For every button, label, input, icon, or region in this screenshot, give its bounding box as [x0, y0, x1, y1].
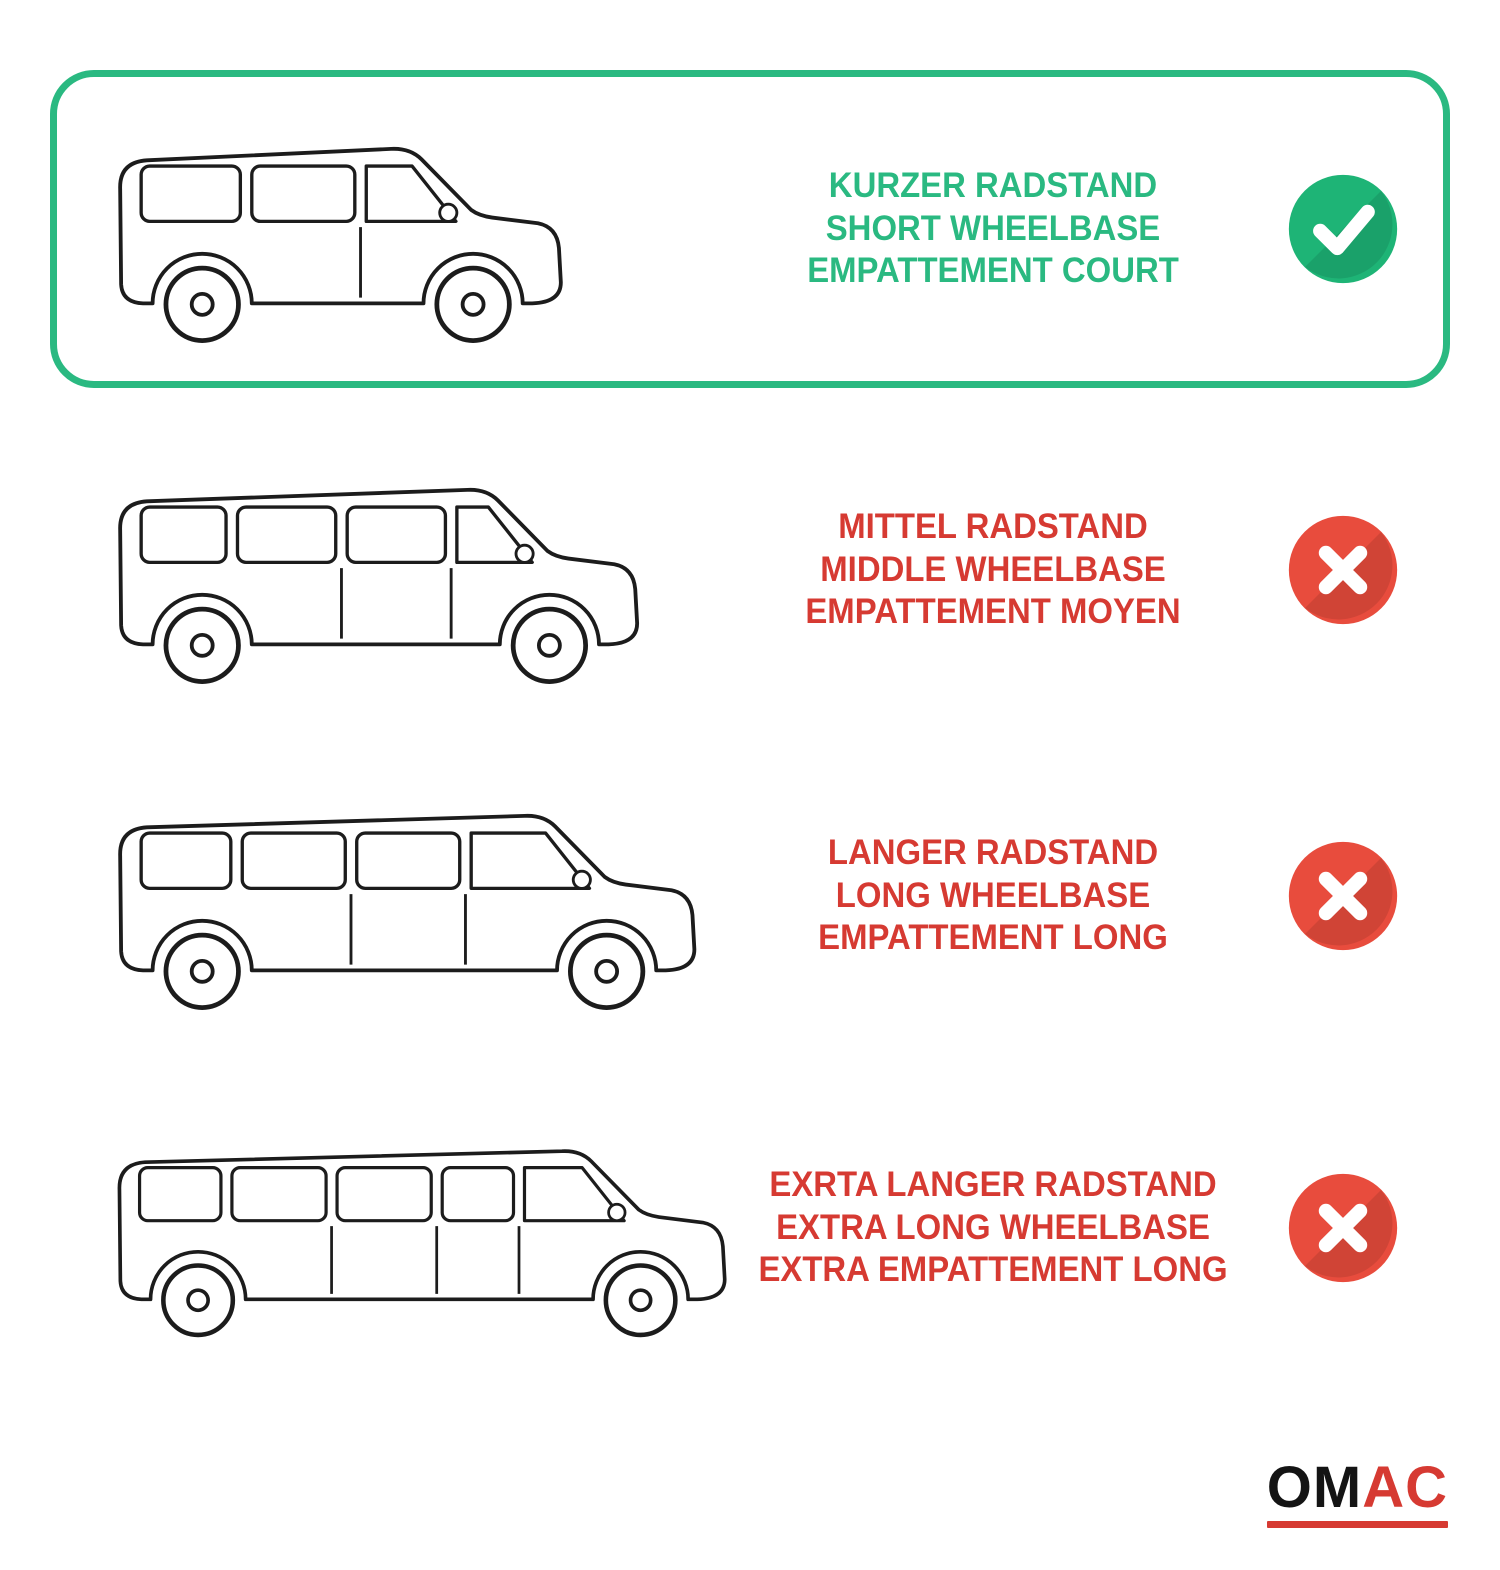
logo-underline [1266, 1521, 1448, 1528]
label-line-de: LANGER RADSTAND [827, 832, 1159, 872]
variant-row-middle-wheelbase: MITTEL RADSTAND MIDDLE WHEELBASE EMPATTE… [0, 440, 1500, 700]
variant-row-extra-long-wheelbase: EXRTA LANGER RADSTAND EXTRA LONG WHEELBA… [0, 1098, 1500, 1358]
van-long-wheelbase-illustration [103, 772, 743, 1020]
cross-icon [1288, 515, 1398, 625]
label-line-en: MIDDLE WHEELBASE [820, 549, 1166, 589]
label-line-de: EXRTA LANGER RADSTAND [769, 1164, 1217, 1204]
van-short-wheelbase-icon [118, 146, 563, 343]
logo-part-black: OM [1266, 1455, 1363, 1520]
label-line-de: KURZER RADSTAND [828, 165, 1158, 205]
variant-row-short-wheelbase: KURZER RADSTAND SHORT WHEELBASE EMPATTEM… [50, 70, 1450, 388]
variant-labels-middle: MITTEL RADSTAND MIDDLE WHEELBASE EMPATTE… [758, 506, 1228, 634]
label-line-fr: EMPATTEMENT LONG [818, 918, 1168, 958]
label-line-en: LONG WHEELBASE [835, 875, 1151, 915]
label-line-fr: EXTRA EMPATTEMENT LONG [758, 1250, 1228, 1290]
status-icon-wrap [1243, 839, 1443, 953]
van-long-wheelbase-icon [118, 813, 697, 1010]
label-line-fr: EMPATTEMENT MOYEN [805, 592, 1181, 632]
variant-row-long-wheelbase: LANGER RADSTAND LONG WHEELBASE EMPATTEME… [0, 766, 1500, 1026]
cross-icon [1288, 1173, 1398, 1283]
status-icon-wrap [1243, 513, 1443, 627]
van-middle-wheelbase-illustration [103, 446, 743, 694]
logo-part-red: AC [1362, 1455, 1448, 1520]
van-short-wheelbase-illustration [103, 105, 743, 353]
variant-labels-extra-long: EXRTA LANGER RADSTAND EXTRA LONG WHEELBA… [758, 1164, 1228, 1292]
check-icon [1288, 174, 1398, 284]
status-icon-wrap [1243, 1171, 1443, 1285]
variant-labels-short: KURZER RADSTAND SHORT WHEELBASE EMPATTEM… [758, 165, 1228, 293]
status-icon-wrap [1243, 172, 1443, 286]
label-line-fr: EMPATTEMENT COURT [807, 251, 1179, 291]
label-line-en: SHORT WHEELBASE [825, 208, 1161, 248]
label-line-de: MITTEL RADSTAND [838, 506, 1148, 546]
van-extra-long-wheelbase-icon [117, 1149, 727, 1338]
label-line-en: EXTRA LONG WHEELBASE [776, 1207, 1210, 1247]
cross-icon [1288, 841, 1398, 951]
omac-logo: OMAC [1266, 1459, 1448, 1528]
variant-labels-long: LANGER RADSTAND LONG WHEELBASE EMPATTEME… [758, 832, 1228, 960]
van-middle-wheelbase-icon [118, 487, 640, 684]
van-extra-long-wheelbase-illustration [103, 1104, 743, 1352]
omac-logo-text: OMAC [1267, 1459, 1448, 1517]
